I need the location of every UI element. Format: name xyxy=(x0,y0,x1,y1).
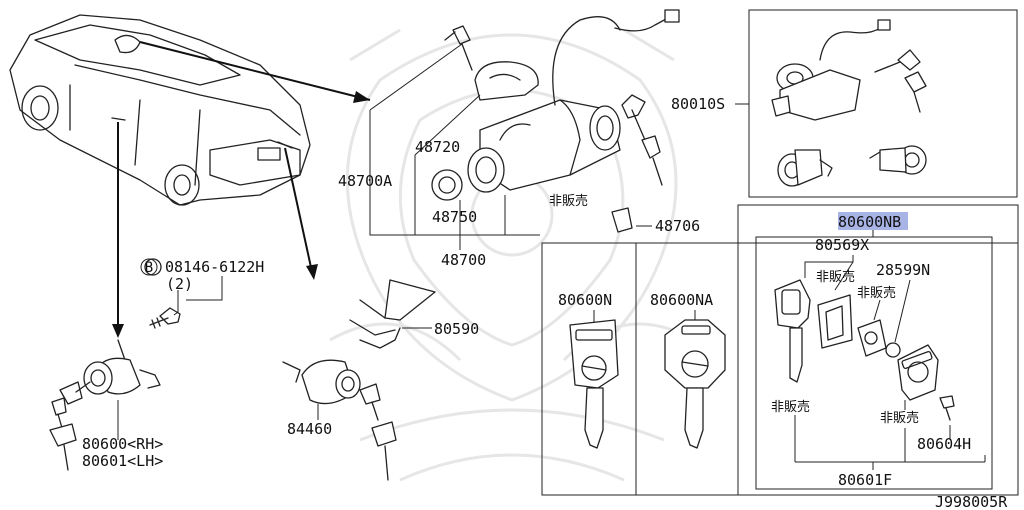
car-outline-icon xyxy=(9,14,311,206)
callout-80590: 80590 xyxy=(434,320,479,338)
callout-80600-rh: 80600<RH> xyxy=(82,435,163,453)
note-not-for-sale-plate: 非販売 xyxy=(857,285,896,301)
ignition-callout-frame xyxy=(369,43,652,250)
callout-80604H: 80604H xyxy=(917,435,971,453)
callout-80600NA: 80600NA xyxy=(650,291,713,309)
ignition-switch-icon xyxy=(431,9,680,233)
callout-80010S: 80010S xyxy=(671,95,725,113)
callout-28599N: 28599N xyxy=(876,261,930,279)
bolt-icon xyxy=(144,258,181,329)
watermark-emblem xyxy=(329,28,695,482)
note-not-for-sale-80569X: 非販売 xyxy=(816,269,855,285)
callout-80600NB: 80600NB xyxy=(838,213,901,231)
bolt-marker-circle xyxy=(140,258,158,276)
callout-80601-lh: 80601<LH> xyxy=(82,452,163,470)
callout-80601F: 80601F xyxy=(838,471,892,489)
note-not-for-sale-fob: 非販売 xyxy=(880,410,919,426)
callout-80600N: 80600N xyxy=(558,291,612,309)
lock-set-kit-icon xyxy=(771,19,927,187)
car-arrows xyxy=(112,41,371,338)
key-set-80600NB-frame xyxy=(737,204,1019,496)
note-not-for-sale-blank: 非販売 xyxy=(771,399,810,415)
callout-48700A: 48700A xyxy=(338,172,392,190)
callout-80569X: 80569X xyxy=(815,236,869,254)
callout-48706: 48706 xyxy=(655,217,700,235)
note-not-for-sale-ignition: 非販売 xyxy=(549,193,588,209)
callout-08146-6122H: 08146-6122H xyxy=(165,258,264,276)
callout-48750: 48750 xyxy=(432,208,477,226)
callout-48720: 48720 xyxy=(415,138,460,156)
figure-code: J998005R xyxy=(935,493,1008,510)
callout-84460: 84460 xyxy=(287,420,332,438)
trunk-lock-cylinder-icon xyxy=(282,279,436,481)
highlight-80600NB xyxy=(838,212,908,230)
key-80600NA-icon xyxy=(664,319,726,449)
callout-48700: 48700 xyxy=(441,251,486,269)
key-set-80601F-frame xyxy=(755,236,993,490)
callout-qty-2: (2) xyxy=(166,275,193,293)
bolt-marker-letter: B xyxy=(145,260,153,276)
key-set-internals-icon xyxy=(774,279,955,421)
door-lock-cylinder-icon xyxy=(49,339,161,471)
key-80600N-icon xyxy=(569,319,619,449)
